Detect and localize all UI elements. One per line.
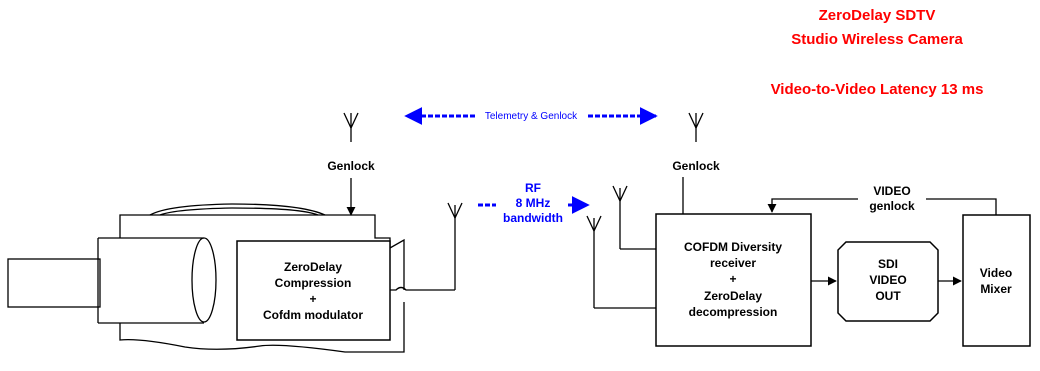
genlock-label-left: Genlock	[327, 159, 375, 173]
latency-title: Video-to-Video Latency 13 ms	[771, 81, 984, 98]
receiver-line-2: receiver	[710, 256, 756, 270]
camera-line-2: Compression	[275, 276, 352, 290]
camera-line-1: ZeroDelay	[284, 260, 342, 274]
sdi-line-1: SDI	[878, 257, 898, 271]
title-line-1: ZeroDelay SDTV	[819, 7, 936, 24]
video-genlock-label-1: VIDEO	[873, 184, 910, 198]
mixer-line-1: Video	[980, 266, 1012, 280]
rx-antenna-2	[586, 215, 656, 309]
mixer-line-2: Mixer	[980, 282, 1012, 296]
camera-line-4: Cofdm modulator	[263, 308, 363, 322]
telemetry-link: Telemetry & Genlock	[404, 107, 658, 125]
receiver-line-5: decompression	[689, 305, 778, 319]
video-genlock-label-bg	[858, 182, 926, 214]
camera-tx-antenna	[447, 202, 463, 290]
compression-modulator-block	[236, 240, 391, 341]
genlock-antenna-right	[688, 112, 704, 142]
receiver-line-1: COFDM Diversity	[684, 240, 782, 254]
rf-label-1: RF	[525, 181, 541, 195]
telemetry-label: Telemetry & Genlock	[485, 111, 578, 122]
video-genlock-label-2: genlock	[869, 199, 915, 213]
sdi-line-3: OUT	[875, 289, 901, 303]
genlock-label-right: Genlock	[672, 159, 720, 173]
cofdm-receiver-block	[655, 213, 812, 347]
sdi-line-2: VIDEO	[869, 273, 906, 287]
camera-body	[7, 203, 455, 353]
genlock-antenna-left	[343, 112, 359, 142]
rx-antenna-1	[612, 185, 656, 250]
camera-line-3: +	[309, 292, 316, 306]
sdi-video-out-block	[837, 241, 939, 322]
video-mixer-block	[962, 214, 1031, 347]
receiver-line-4: ZeroDelay	[704, 289, 762, 303]
title-line-2: Studio Wireless Camera	[791, 31, 963, 48]
rf-label-3: bandwidth	[503, 211, 563, 225]
receiver-line-3: +	[729, 272, 736, 286]
rf-label-2: 8 MHz	[516, 196, 551, 210]
